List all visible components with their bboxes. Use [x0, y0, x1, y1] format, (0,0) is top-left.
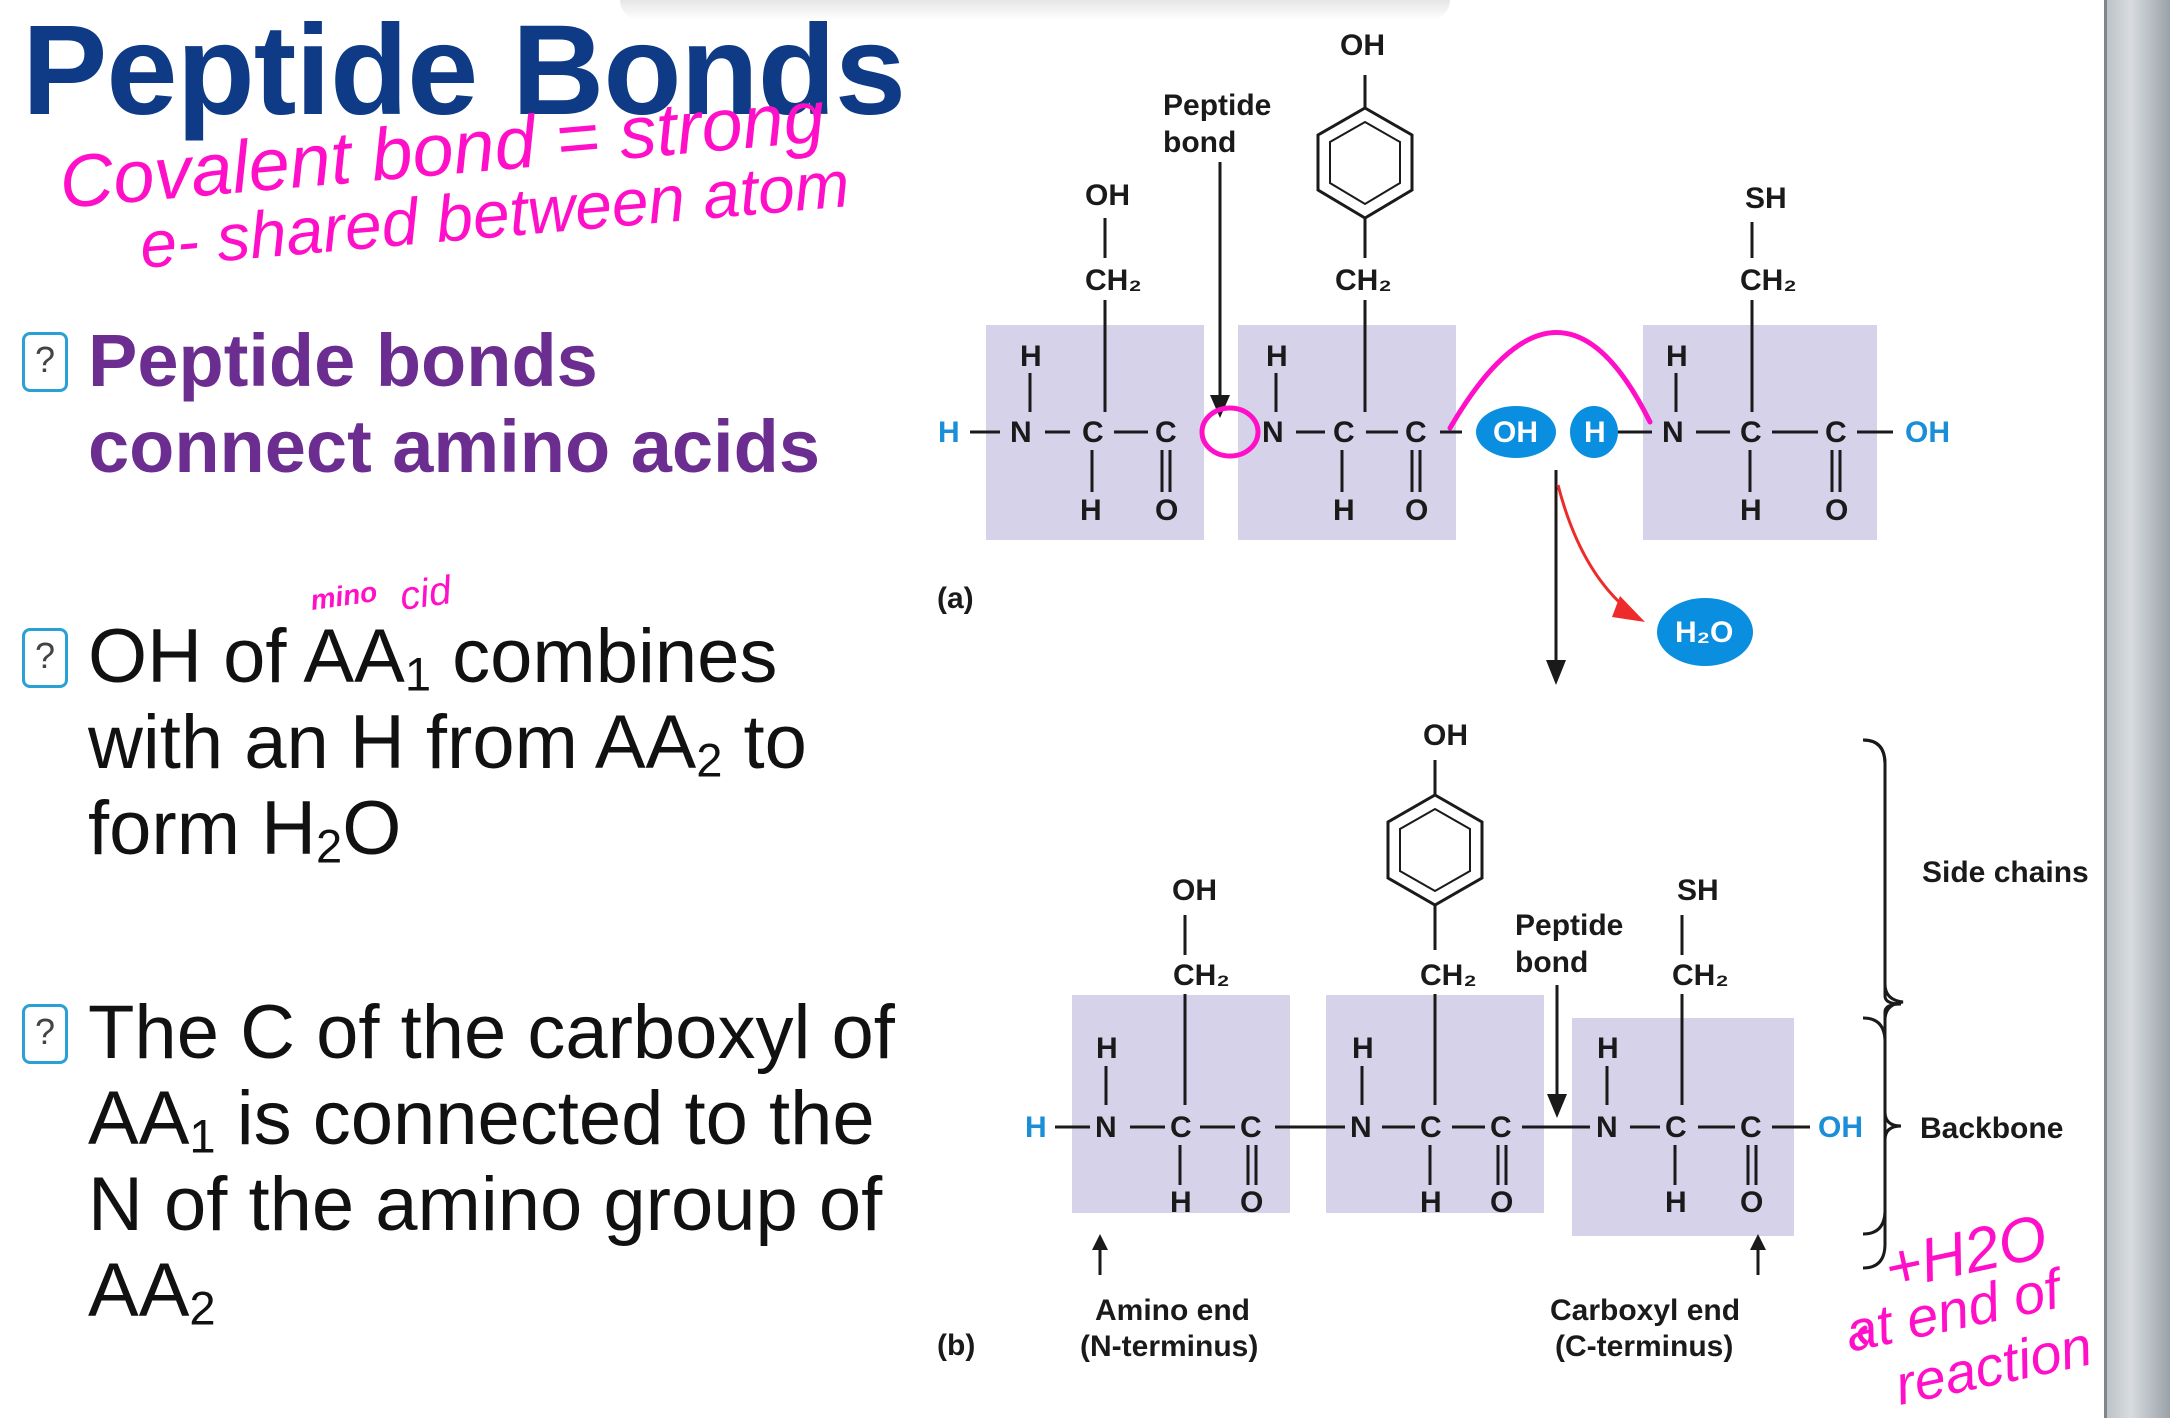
svg-text:H: H [1665, 1186, 1687, 1219]
bullet-icon: ? [22, 1004, 68, 1064]
svg-text:O: O [1740, 1186, 1763, 1219]
svg-text:H: H [1597, 1032, 1619, 1065]
svg-text:H: H [1096, 1032, 1118, 1065]
side-chain-ch2: CH₂ [1420, 959, 1477, 992]
svg-text:N: N [1596, 1111, 1618, 1144]
svg-text:C: C [1405, 416, 1427, 449]
terminal-h: H [1025, 1111, 1047, 1144]
svg-text:N: N [1662, 416, 1684, 449]
side-chain-ch2: CH₂ [1335, 264, 1392, 297]
svg-text:N: N [1095, 1111, 1117, 1144]
side-chain-ch2: CH₂ [1173, 959, 1230, 992]
svg-text:H: H [1020, 340, 1042, 373]
svg-text:C: C [1333, 416, 1355, 449]
bullet-icon: ? [22, 628, 68, 688]
ink-arc [1447, 330, 1653, 431]
leaving-h: H [1584, 416, 1606, 449]
slide-side-panel [2104, 0, 2170, 1418]
svg-text:H: H [1333, 494, 1355, 527]
side-chain-ch2: CH₂ [1672, 959, 1729, 992]
svg-text:O: O [1825, 494, 1848, 527]
bullet-carboxyl-connection: ? The C of the carboxyl of AA1 is connec… [22, 990, 942, 1334]
carboxyl-end-sublabel: (C-terminus) [1555, 1330, 1733, 1363]
residue-box [986, 325, 1204, 540]
svg-text:H: H [1740, 494, 1762, 527]
handwritten-note: mino [309, 576, 380, 616]
peptide-bond-label: Peptide [1163, 89, 1271, 122]
peptide-bond-label-2: bond [1515, 946, 1588, 979]
residue-box [1643, 325, 1877, 540]
peptide-bond-label: Peptide [1515, 909, 1623, 942]
handwriting-layer [1199, 330, 1868, 1345]
svg-text:O: O [1405, 494, 1428, 527]
diagram-reaction-a: H N C C N C C N C C H H H H O H O H O OH OH CH₂ CH₂ [937, 29, 1950, 685]
part-b-label: (b) [937, 1329, 975, 1362]
leaving-oh: OH [1493, 416, 1538, 449]
side-chain-sh: SH [1745, 182, 1787, 215]
h-highlight [1570, 406, 1618, 458]
benzene-ring [1386, 793, 1484, 907]
svg-text:C: C [1490, 1111, 1512, 1144]
svg-text:H: H [1666, 340, 1688, 373]
amino-end-sublabel: (N-terminus) [1080, 1330, 1258, 1363]
water-label: H₂O [1675, 616, 1733, 649]
amino-end-label: Amino end [1095, 1294, 1250, 1327]
svg-text:H: H [1420, 1186, 1442, 1219]
svg-text:O: O [1240, 1186, 1263, 1219]
header-shadow [620, 0, 1450, 20]
svg-text:H: H [1080, 494, 1102, 527]
svg-text:H: H [1352, 1032, 1374, 1065]
svg-text:C: C [1825, 416, 1847, 449]
tyrosine-oh: OH [1423, 719, 1468, 752]
svg-text:O: O [1155, 494, 1178, 527]
benzene-ring [1316, 106, 1414, 220]
svg-text:C: C [1740, 416, 1762, 449]
handwritten-note: cid [397, 568, 455, 619]
svg-text:C: C [1240, 1111, 1262, 1144]
oh-highlight [1476, 406, 1556, 458]
bullet-icon: ? [22, 332, 68, 392]
svg-text:C: C [1665, 1111, 1687, 1144]
side-chains-label: Side chains [1922, 856, 2089, 889]
bullet-oh-combines: ? OH of AA1 combines with an H from AA2 … [22, 614, 922, 872]
side-chain-oh: OH [1172, 874, 1217, 907]
bullet-text: Peptide bonds connect amino acids [88, 319, 820, 488]
svg-text:C: C [1170, 1111, 1192, 1144]
svg-text:O: O [1490, 1186, 1513, 1219]
terminal-oh: OH [1818, 1111, 1863, 1144]
ink-circle-bond [1199, 405, 1261, 459]
svg-text:H: H [1266, 340, 1288, 373]
svg-text:N: N [1262, 416, 1284, 449]
bullet-text: OH of AA1 combines with an H from AA2 to… [88, 614, 807, 873]
water-product [1657, 598, 1753, 666]
side-chain-sh: SH [1677, 874, 1719, 907]
carboxyl-end-label: Carboxyl end [1550, 1294, 1740, 1327]
svg-text:C: C [1155, 416, 1177, 449]
svg-text:N: N [1010, 416, 1032, 449]
bullet-text: The C of the carboxyl of AA1 is connecte… [88, 990, 895, 1335]
side-chain-ch2: CH₂ [1085, 264, 1142, 297]
backbone-label: Backbone [1920, 1112, 2063, 1145]
slide-title: Peptide Bonds [22, 0, 906, 142]
bullet-peptide-bonds: ? Peptide bonds connect amino acids [22, 318, 902, 490]
diagram-product-b: H N C C N C C N C C H H H H O H O H O OH OH CH₂ CH₂ [937, 719, 2089, 1363]
svg-text:C: C [1420, 1111, 1442, 1144]
svg-text:C: C [1740, 1111, 1762, 1144]
side-chain-oh: OH [1085, 179, 1130, 212]
svg-text:H: H [1170, 1186, 1192, 1219]
tyrosine-oh: OH [1340, 29, 1385, 62]
side-chain-ch2: CH₂ [1740, 264, 1797, 297]
terminal-oh: OH [1905, 416, 1950, 449]
svg-text:C: C [1082, 416, 1104, 449]
atom-label: H [938, 416, 960, 449]
residue-box [1238, 325, 1456, 540]
peptide-bond-label-2: bond [1163, 126, 1236, 159]
svg-text:N: N [1350, 1111, 1372, 1144]
part-a-label: (a) [937, 582, 974, 615]
